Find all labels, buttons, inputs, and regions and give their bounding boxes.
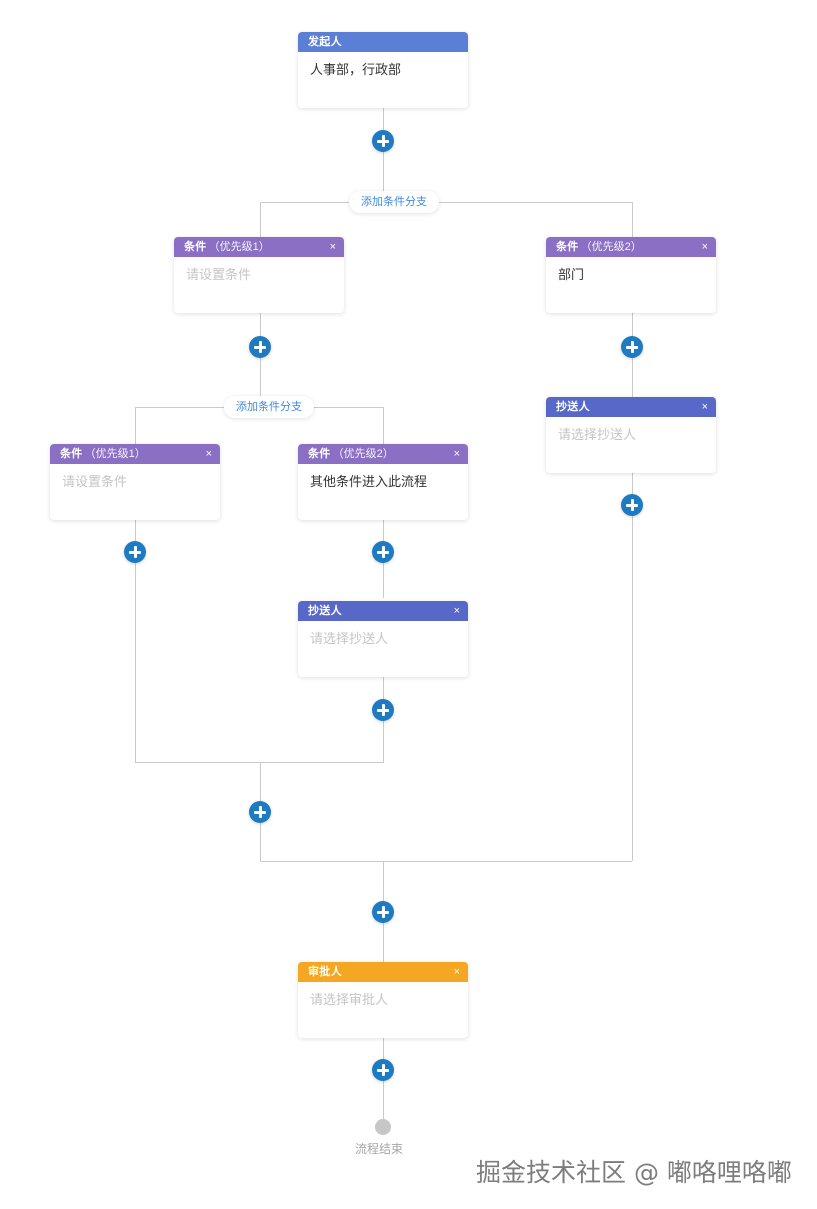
node-cc-right-header: 抄送人 × (546, 397, 716, 417)
node-condition-sub-1-title: 条件 (60, 448, 83, 460)
add-condition-branch-button-outer[interactable]: 添加条件分支 (349, 191, 439, 213)
add-node-button-under-cc-middle[interactable] (372, 699, 394, 721)
add-node-button-inner-merge[interactable] (249, 801, 271, 823)
connector-outer-branch-bar (260, 202, 632, 203)
node-condition-top-2[interactable]: 条件（优先级2） × 部门 (546, 237, 716, 313)
node-condition-top-1-body[interactable]: 请设置条件 (186, 267, 252, 282)
node-condition-sub-1[interactable]: 条件（优先级1） × 请设置条件 (50, 444, 220, 520)
connector-outer-right-drop (632, 202, 633, 237)
node-initiator-header: 发起人 (298, 32, 468, 52)
add-node-button-under-condition-top-2[interactable] (621, 336, 643, 358)
add-node-button-under-cc-right[interactable] (621, 494, 643, 516)
connector-inner-left-drop (135, 407, 136, 444)
node-approver-body[interactable]: 请选择审批人 (310, 992, 389, 1007)
node-cc-right-body[interactable]: 请选择抄送人 (558, 427, 637, 442)
node-cc-right[interactable]: 抄送人 × 请选择抄送人 (546, 397, 716, 473)
node-condition-top-1-title: 条件 (184, 241, 207, 253)
close-icon[interactable]: × (453, 605, 460, 617)
node-condition-sub-2-priority: （优先级2） (332, 448, 394, 460)
add-node-button-under-condition-top-1[interactable] (249, 336, 271, 358)
node-cc-middle-title: 抄送人 (308, 605, 342, 617)
node-condition-sub-2-title: 条件 (308, 448, 331, 460)
add-node-button-under-condition-sub-1[interactable] (124, 541, 146, 563)
connector-inner-left-column (135, 501, 136, 762)
node-cc-middle-header: 抄送人 × (298, 601, 468, 621)
node-condition-top-1-header: 条件（优先级1） × (174, 237, 344, 257)
node-condition-sub-2-body[interactable]: 其他条件进入此流程 (310, 474, 428, 489)
node-initiator-title: 发起人 (308, 36, 342, 48)
node-initiator-body[interactable]: 人事部，行政部 (310, 62, 402, 77)
close-icon[interactable]: × (701, 401, 708, 413)
node-initiator[interactable]: 发起人 人事部，行政部 (298, 32, 468, 108)
node-condition-sub-1-priority: （优先级1） (84, 448, 146, 460)
connector-outer-left-drop (260, 202, 261, 237)
end-node-label: 流程结束 (355, 1142, 404, 1156)
node-condition-top-2-header: 条件（优先级2） × (546, 237, 716, 257)
connector-inner-merge-bar (135, 762, 384, 763)
node-condition-sub-1-header: 条件（优先级1） × (50, 444, 220, 464)
connector-cc-right-down (632, 456, 633, 861)
node-condition-top-2-priority: （优先级2） (580, 241, 642, 253)
close-icon[interactable]: × (701, 241, 708, 253)
node-condition-top-1-priority: （优先级1） (208, 241, 270, 253)
node-condition-sub-2-header: 条件（优先级2） × (298, 444, 468, 464)
close-icon[interactable]: × (329, 241, 336, 253)
node-condition-sub-2[interactable]: 条件（优先级2） × 其他条件进入此流程 (298, 444, 468, 520)
add-condition-branch-button-inner[interactable]: 添加条件分支 (224, 396, 314, 418)
node-condition-top-1[interactable]: 条件（优先级1） × 请设置条件 (174, 237, 344, 313)
node-cc-middle-body[interactable]: 请选择抄送人 (310, 631, 389, 646)
close-icon[interactable]: × (205, 448, 212, 460)
node-cc-right-title: 抄送人 (556, 401, 590, 413)
close-icon[interactable]: × (453, 966, 460, 978)
add-node-button-outer-merge[interactable] (372, 901, 394, 923)
node-approver-header: 审批人 × (298, 962, 468, 982)
node-approver[interactable]: 审批人 × 请选择审批人 (298, 962, 468, 1038)
close-icon[interactable]: × (453, 448, 460, 460)
watermark-text: 掘金技术社区 @ 嘟咯哩咯嘟 (476, 1158, 792, 1187)
node-condition-top-2-title: 条件 (556, 241, 579, 253)
add-node-button-under-condition-sub-2[interactable] (372, 541, 394, 563)
node-condition-top-2-body[interactable]: 部门 (558, 267, 585, 282)
add-node-button-after-initiator[interactable] (372, 130, 394, 152)
connector-outer-merge-bar (260, 861, 632, 862)
node-condition-sub-1-body[interactable]: 请设置条件 (62, 474, 128, 489)
node-approver-title: 审批人 (308, 966, 342, 978)
connector-inner-right-drop (383, 407, 384, 444)
add-node-button-under-approver[interactable] (372, 1059, 394, 1081)
node-cc-middle[interactable]: 抄送人 × 请选择抄送人 (298, 601, 468, 677)
end-node-dot (375, 1119, 391, 1135)
